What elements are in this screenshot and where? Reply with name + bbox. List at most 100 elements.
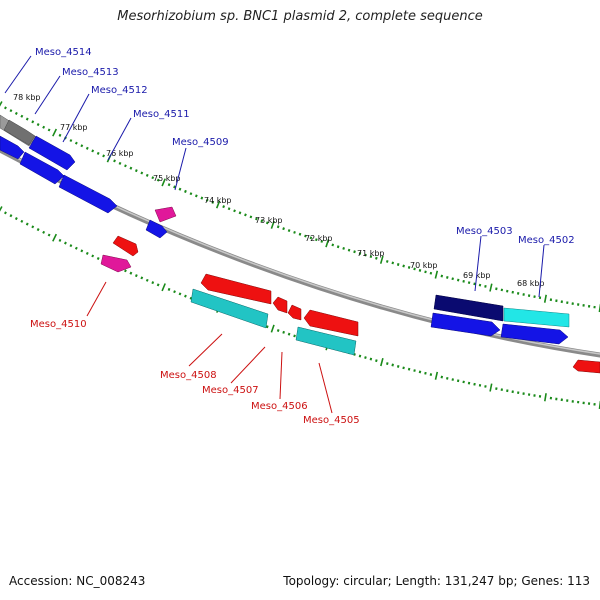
forward-genes: [0, 114, 570, 345]
minor-tick: [320, 239, 324, 243]
minor-tick: [205, 198, 209, 202]
gene-label-meso-4508[interactable]: Meso_4508: [160, 370, 217, 381]
forward-gene-labels: Meso_4514 Meso_4513 Meso_4512 Meso_4511 …: [35, 47, 575, 246]
gene-feature[interactable]: [145, 219, 168, 239]
major-tick: [434, 371, 439, 380]
major-tick: [52, 233, 58, 242]
gene-label-meso-4503[interactable]: Meso_4503: [456, 226, 513, 237]
minor-tick: [124, 164, 127, 168]
gene-label-meso-4507[interactable]: Meso_4507: [202, 385, 259, 396]
scale-label-70: 70 kbp: [410, 261, 438, 270]
minor-tick: [25, 117, 29, 121]
major-tick: [434, 270, 439, 279]
gene-label-meso-4506[interactable]: Meso_4506: [251, 401, 308, 412]
minor-tick: [20, 114, 24, 118]
minor-tick: [467, 381, 471, 385]
scale-label-74: 74 kbp: [204, 196, 232, 205]
minor-tick: [473, 382, 476, 386]
minor-tick: [265, 221, 269, 225]
gene-feature[interactable]: [295, 326, 357, 356]
gene-feature[interactable]: [500, 323, 569, 345]
minor-tick: [358, 354, 362, 358]
major-tick: [0, 206, 3, 212]
minor-tick: [211, 200, 215, 204]
minor-tick: [222, 205, 226, 209]
minor-tick: [91, 149, 95, 153]
scale-label-75: 75 kbp: [153, 174, 181, 183]
minor-tick: [238, 211, 242, 215]
leader-line: [174, 147, 187, 191]
minor-tick: [342, 247, 345, 250]
minor-tick: [516, 291, 520, 295]
minor-tick: [91, 254, 95, 258]
reverse-genes: [112, 235, 600, 374]
minor-tick: [451, 277, 454, 281]
minor-tick: [484, 284, 487, 288]
minor-tick: [364, 253, 367, 257]
gene-feature[interactable]: [3, 119, 36, 146]
minor-tick: [407, 367, 411, 371]
minor-tick: [96, 151, 100, 155]
minor-tick: [31, 120, 35, 124]
minor-tick: [129, 271, 133, 275]
minor-tick: [184, 294, 187, 298]
outer-tick-ring: [0, 101, 600, 313]
gene-feature[interactable]: [28, 135, 76, 171]
scale-label-76: 76 kbp: [106, 149, 134, 158]
minor-tick: [358, 252, 362, 255]
minor-tick: [440, 274, 444, 278]
minor-tick: [167, 287, 171, 291]
minor-tick: [462, 279, 465, 283]
minor-tick: [58, 133, 62, 137]
minor-tick: [402, 366, 405, 370]
gene-feature[interactable]: [154, 206, 177, 223]
gene-label-meso-4514[interactable]: Meso_4514: [35, 47, 92, 58]
minor-tick: [293, 334, 296, 338]
gene-label-meso-4502[interactable]: Meso_4502: [518, 235, 575, 246]
minor-tick: [36, 123, 40, 127]
minor-tick: [42, 230, 46, 234]
backbone-arc-highlight: [0, 148, 600, 355]
gene-label-meso-4511[interactable]: Meso_4511: [133, 109, 190, 120]
minor-tick: [227, 207, 231, 211]
gene-label-meso-4509[interactable]: Meso_4509: [172, 137, 229, 148]
gene-label-meso-4510[interactable]: Meso_4510: [30, 319, 87, 330]
gene-feature[interactable]: [430, 312, 501, 337]
minor-tick: [451, 378, 454, 381]
gene-feature[interactable]: [272, 296, 288, 314]
gene-feature[interactable]: [572, 359, 600, 374]
minor-tick: [69, 244, 73, 248]
minor-tick: [31, 225, 35, 229]
minor-tick: [249, 215, 253, 219]
minor-tick: [424, 270, 427, 274]
gene-label-meso-4512[interactable]: Meso_4512: [91, 85, 148, 96]
gene-feature[interactable]: [303, 309, 359, 337]
minor-tick: [533, 295, 536, 299]
scale-label-71: 71 kbp: [357, 249, 385, 258]
gene-feature[interactable]: [200, 273, 272, 305]
gene-feature[interactable]: [433, 294, 504, 322]
minor-tick: [282, 227, 285, 231]
gene-feature[interactable]: [0, 135, 25, 160]
minor-tick: [156, 178, 160, 182]
minor-tick: [331, 243, 335, 247]
gene-feature[interactable]: [287, 304, 302, 321]
gene-label-meso-4505[interactable]: Meso_4505: [303, 415, 360, 426]
backbone-arc: [0, 147, 600, 358]
gene-feature[interactable]: [100, 254, 132, 273]
gene-feature[interactable]: [19, 151, 65, 185]
minor-tick: [151, 281, 155, 285]
minor-tick: [80, 144, 84, 148]
gene-label-meso-4513[interactable]: Meso_4513: [62, 67, 119, 78]
gene-feature[interactable]: [503, 307, 570, 328]
gene-feature[interactable]: [190, 288, 269, 329]
minor-tick: [353, 250, 356, 254]
minor-tick: [4, 211, 7, 215]
minor-tick: [113, 159, 116, 163]
gene-feature[interactable]: [112, 235, 139, 257]
minor-tick: [424, 371, 427, 375]
minor-tick: [396, 263, 400, 266]
gene-feature[interactable]: [58, 174, 118, 214]
major-tick: [52, 128, 58, 137]
